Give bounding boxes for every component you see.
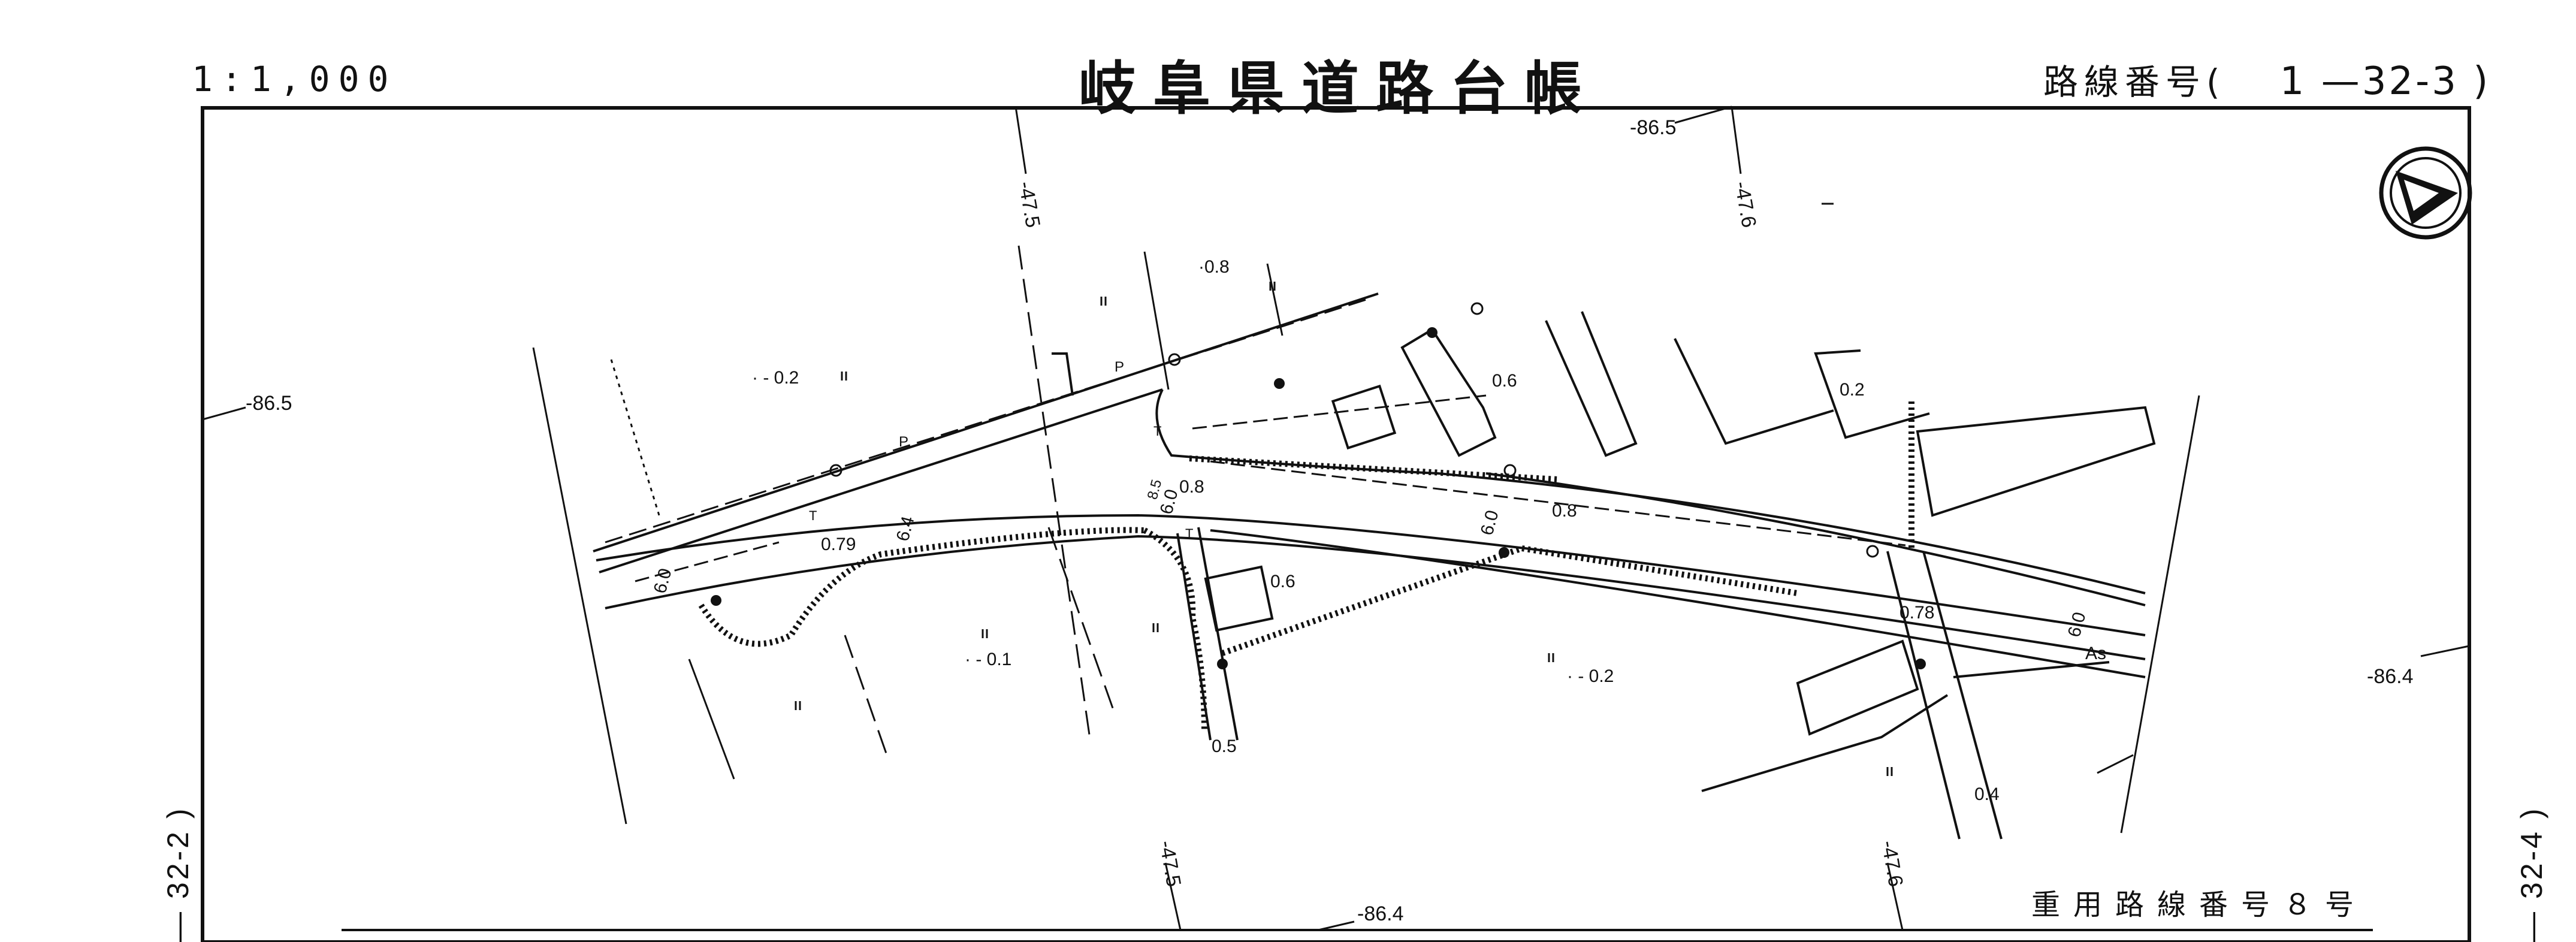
- telecom-pole-label: T: [1153, 424, 1161, 439]
- grid-label-top-x2: -47.6: [1730, 180, 1760, 230]
- grid-line-x2-bottom: [1886, 862, 1904, 931]
- width-label: 6.4: [893, 514, 919, 544]
- building: [1916, 406, 2156, 517]
- surface-type-label: As: [2085, 644, 2106, 663]
- grid-line-y-right: [2420, 645, 2470, 657]
- route-number-value: 1 —32-3 ): [2279, 59, 2491, 104]
- power-pole-label: P: [1115, 359, 1124, 375]
- width-label: 0.4: [1974, 784, 2000, 804]
- elevation-label: · - 0.2: [1567, 666, 1614, 686]
- grid-line-y-left: [202, 406, 246, 421]
- main-road-south-edge: [1210, 529, 2146, 678]
- grid-line-x2-top: [1731, 106, 1742, 174]
- grid-line-y-bottom: [1318, 920, 1355, 931]
- grid-label-left-y: -86.5: [246, 392, 292, 415]
- grid-line-y-top: [1674, 105, 1732, 124]
- building: [1204, 565, 1274, 632]
- telecom-pole-label: T: [1185, 526, 1193, 541]
- grid-line-x1-bottom: [1164, 862, 1182, 931]
- upper-road: [593, 292, 2146, 606]
- width-label: 0.8: [1179, 477, 1204, 497]
- grid-label-top-y: -86.5: [1630, 116, 1677, 139]
- shared-route-number: 重用路線番号８号: [2031, 888, 2367, 922]
- main-road: [596, 514, 2146, 678]
- main-road-north-edge: [596, 514, 2146, 636]
- building: [1331, 384, 1397, 450]
- retaining-wall: [698, 401, 1914, 732]
- width-label: 6.0: [2064, 610, 2090, 639]
- width-label: 0.6: [1492, 371, 1517, 391]
- map-title: 岐阜県道路台帳: [1079, 55, 1599, 122]
- elevation-label: ·0.8: [1198, 257, 1230, 277]
- side-roads: [1176, 527, 2110, 840]
- building: [1545, 311, 1638, 457]
- grid-label-bottom-y: -86.4: [1357, 902, 1404, 925]
- building: [1674, 338, 1834, 445]
- route-number: 路線番号( 1 —32-3 ): [2043, 54, 2490, 104]
- elevation-label: · - 0.2: [752, 368, 799, 388]
- land-use-marks: [795, 282, 1893, 776]
- width-label: 0.2: [1840, 380, 1865, 400]
- building: [1814, 349, 1930, 439]
- lot-lines: [532, 203, 2200, 834]
- building: [1400, 328, 1497, 457]
- width-label: 0.8: [1552, 501, 1577, 521]
- survey-points: [711, 327, 1926, 669]
- elevation-label: · - 0.1: [965, 650, 1011, 669]
- grid-label-top-x1: -47.5: [1014, 180, 1044, 230]
- telecom-pole-label: T: [809, 508, 817, 523]
- width-label: 0.78: [1899, 603, 1934, 623]
- width-label: 6.0: [1477, 508, 1503, 538]
- building: [1052, 352, 1074, 396]
- width-label: 0.79: [821, 535, 856, 554]
- building: [1796, 639, 1919, 736]
- map-annotations: ·0.8 · - 0.2 0.6 0.2 0.8 0.8 0.79 6.4 6.…: [650, 257, 2106, 804]
- width-label: 6.0: [650, 566, 676, 596]
- map-frame: [201, 106, 2471, 942]
- power-pole-label: P: [899, 434, 908, 450]
- width-label: 0.6: [1270, 572, 1295, 591]
- north-arrow-icon: [2379, 146, 2472, 240]
- route-number-label: 路線番号(: [2043, 62, 2226, 102]
- grid-label-bottom-x1: -47.5: [1155, 839, 1185, 889]
- grid-label-bottom-x2: -47.6: [1877, 839, 1907, 889]
- map-scale: 1:1,000: [192, 59, 397, 99]
- width-label: 0.5: [1212, 736, 1237, 756]
- grid-line-x1-top: [1014, 106, 1027, 174]
- grid-label-right-y: -86.4: [2367, 665, 2414, 688]
- utility-poles: [829, 302, 1879, 558]
